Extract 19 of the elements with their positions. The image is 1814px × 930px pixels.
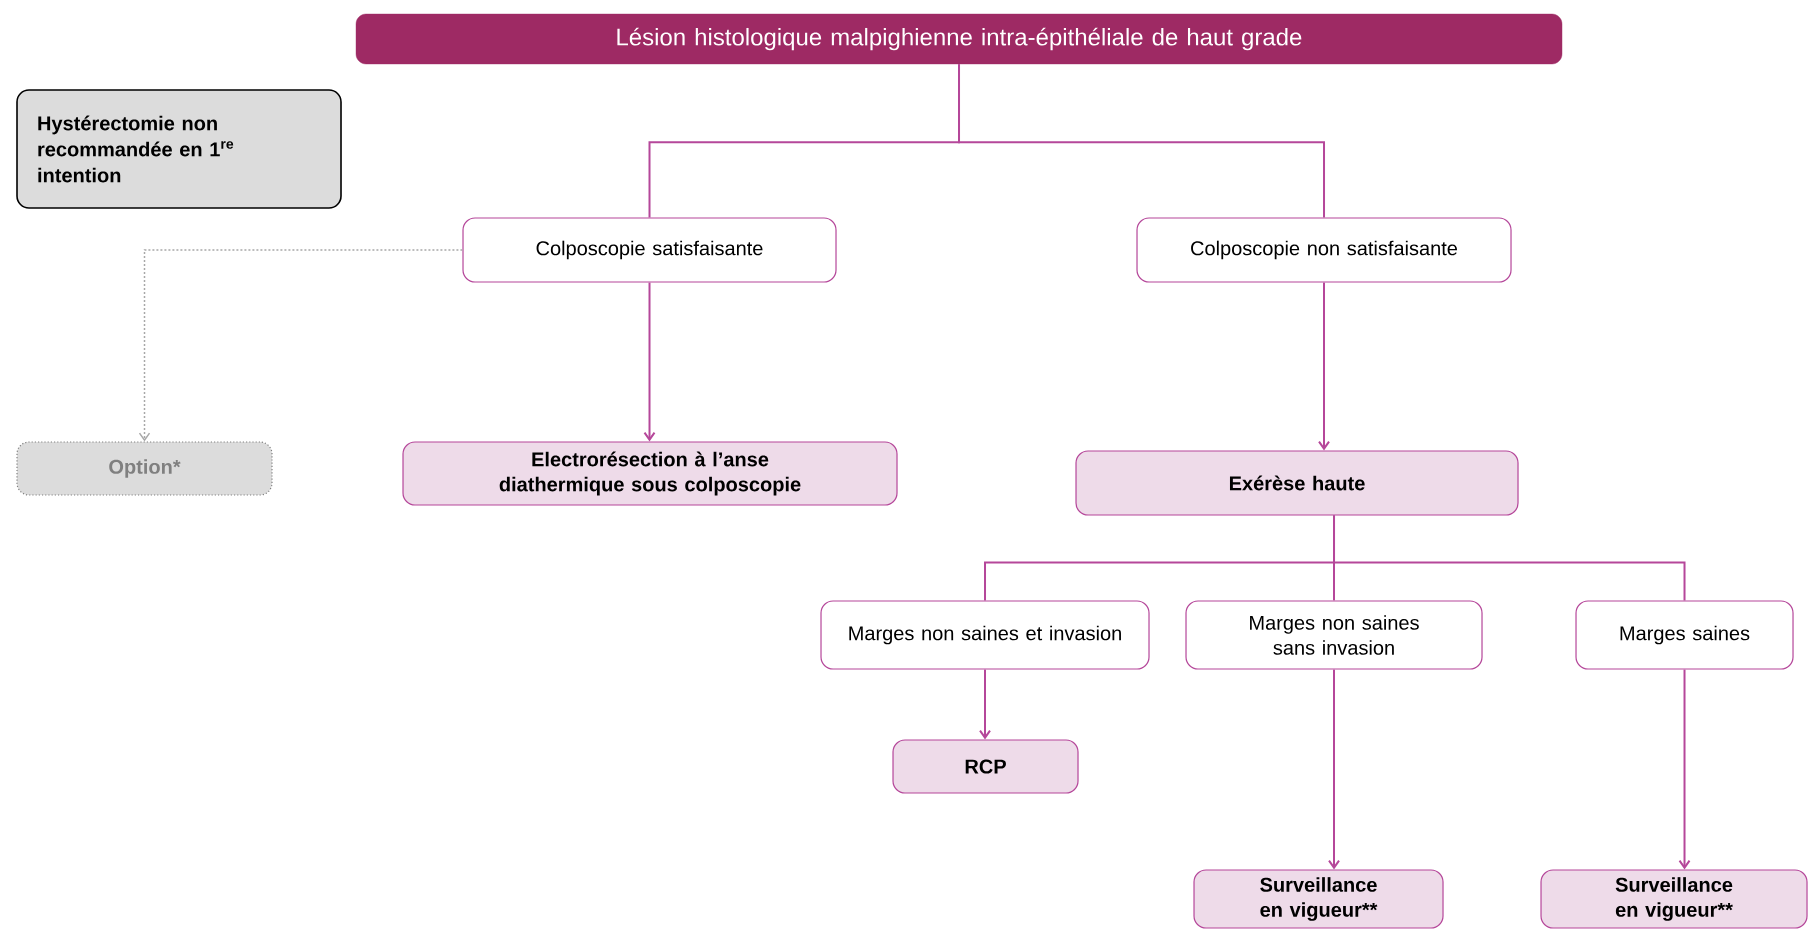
process-box: Colposcopie non satisfaisante (1136, 217, 1512, 283)
process-box: Marges non saines sans invasion (1185, 600, 1483, 670)
process-box: Marges saines (1575, 600, 1794, 670)
process-box: Exérèse haute (1075, 450, 1519, 516)
process-box: Surveillance en vigueur** (1540, 869, 1808, 929)
heading-box: Lésion histologique malpighienne intra-épithéliale de haut grade (355, 13, 1563, 65)
process-box: Surveillance en vigueur** (1193, 869, 1444, 929)
process-box: Marges non saines et invasion (820, 600, 1150, 670)
arrow (979, 668, 991, 740)
process-box: Colposcopie satisfaisante (462, 217, 837, 283)
arrow (138, 249, 464, 442)
arrow (1678, 668, 1691, 870)
process-box: Electrorésection à l’anse diathermique sous colposcopie (402, 441, 898, 506)
note-box: Hystérectomie non recommandée en 1$^{re}$ intention (16, 89, 342, 209)
arrow (1328, 668, 1340, 870)
process-box: RCP (892, 739, 1079, 794)
arrow (1318, 281, 1330, 451)
arrow (643, 281, 656, 442)
option-box: Option* (16, 441, 273, 496)
